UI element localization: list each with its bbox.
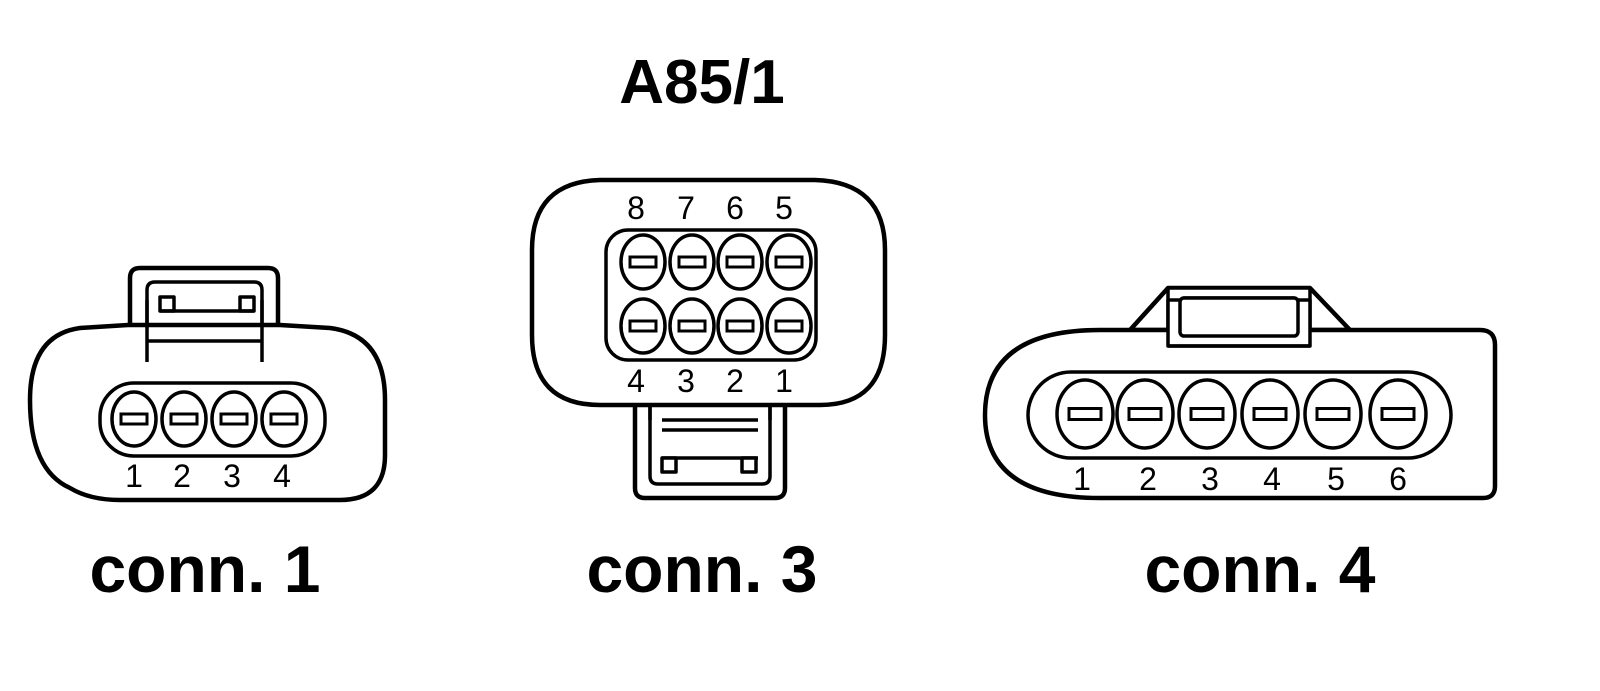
connector-3-pin-number: 6 — [726, 190, 744, 226]
connector-1-pin-number: 4 — [273, 458, 291, 494]
connector-4: 1 2 3 4 5 6 — [982, 285, 1498, 501]
connector-1-pin-socket — [210, 390, 258, 448]
connector-3: 8 7 6 5 4 3 2 1 — [529, 177, 888, 501]
connector-4-label: conn. 4 — [1144, 532, 1375, 606]
connector-3-pin-number: 2 — [726, 363, 744, 399]
connector-3-pin-socket — [716, 233, 764, 291]
connector-1-label: conn. 1 — [89, 532, 320, 606]
connector-4-pin-socket — [1368, 378, 1428, 450]
connector-4-pin-number: 5 — [1327, 461, 1345, 497]
connector-4-pin-socket — [1115, 378, 1175, 450]
connector-3-pin-socket — [619, 233, 667, 291]
connector-1-pin-socket — [260, 390, 308, 448]
connector-3-pin-socket — [668, 297, 716, 355]
connector-3-label: conn. 3 — [586, 532, 817, 606]
connector-3-pin-socket — [716, 297, 764, 355]
connector-1: 1 2 3 4 — [27, 265, 388, 503]
connector-3-pin-number: 4 — [627, 363, 645, 399]
connector-3-pin-number: 3 — [677, 363, 695, 399]
diagram-title: A85/1 — [619, 48, 784, 117]
connector-1-pin-socket — [110, 390, 158, 448]
connector-1-pin-number: 3 — [223, 458, 241, 494]
connector-4-pin-number: 1 — [1073, 461, 1091, 497]
connector-3-pin-socket — [765, 297, 813, 355]
connector-4-pin-socket — [1303, 378, 1363, 450]
connector-4-pin-number: 4 — [1263, 461, 1281, 497]
connector-3-pin-number: 8 — [627, 190, 645, 226]
connector-4-pin-number: 6 — [1389, 461, 1407, 497]
connector-3-pin-number: 5 — [775, 190, 793, 226]
connector-3-pin-number: 1 — [775, 363, 793, 399]
connector-4-pin-number: 2 — [1139, 461, 1157, 497]
connector-4-pin-socket — [1240, 378, 1300, 450]
connector-3-pin-socket — [619, 297, 667, 355]
connector-1-pin-number: 1 — [125, 458, 143, 494]
connector-1-latch — [127, 265, 281, 325]
connector-4-pin-number: 3 — [1201, 461, 1219, 497]
connector-1-pin-socket — [160, 390, 208, 448]
connector-3-pin-socket — [765, 233, 813, 291]
connector-4-pin-socket — [1177, 378, 1237, 450]
connector-4-pin-socket — [1055, 378, 1115, 450]
connector-1-pin-number: 2 — [173, 458, 191, 494]
connector-3-pin-socket — [668, 233, 716, 291]
connector-3-pin-number: 7 — [677, 190, 695, 226]
